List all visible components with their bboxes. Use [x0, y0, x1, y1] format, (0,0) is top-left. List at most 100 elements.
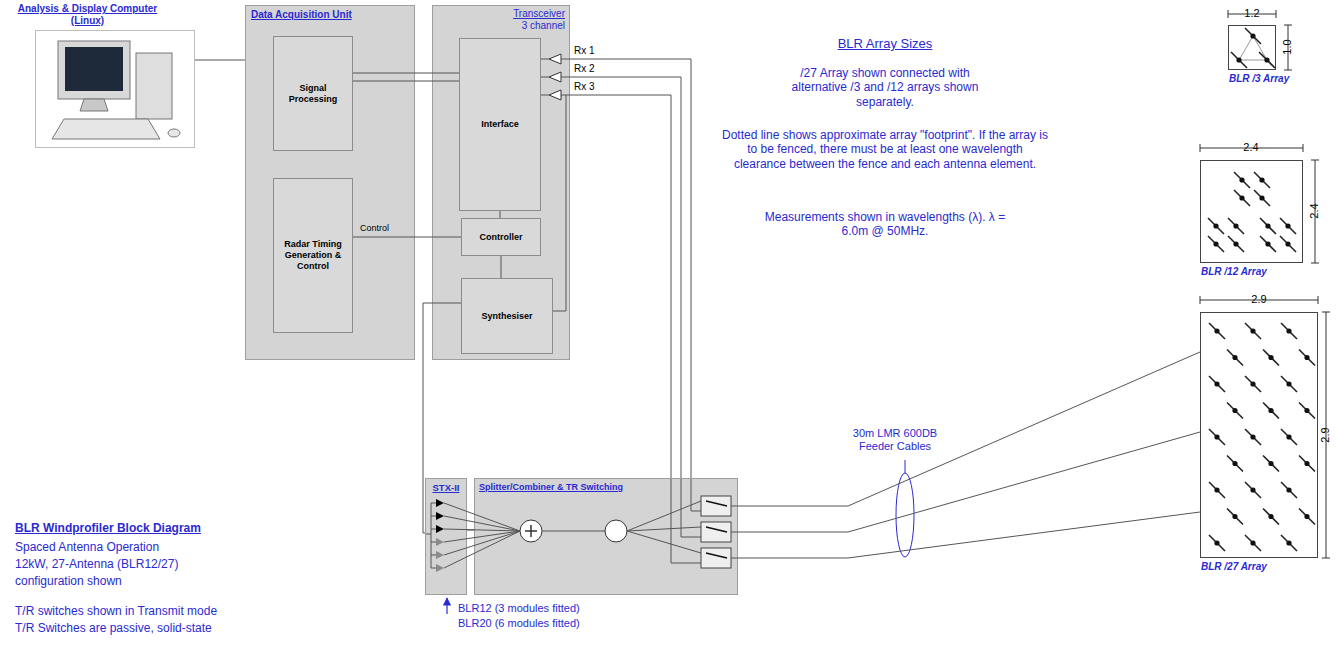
label-holder: 1.0	[1281, 37, 1294, 56]
antenna-feed	[1250, 434, 1255, 439]
label-holder: 12kW, 27-Antenna (BLR12/27)	[15, 557, 178, 571]
antenna-array: BLR /3 Array	[1228, 25, 1276, 70]
label-holder: T/R Switches are passive, solid-state	[15, 621, 212, 635]
amplifier-symbol	[549, 54, 561, 64]
array-geometry	[1239, 36, 1267, 60]
connector	[738, 352, 1200, 506]
box-label: Controller	[462, 230, 540, 245]
node-illustration	[1201, 161, 1302, 262]
wire	[561, 77, 570, 78]
antenna-element	[1254, 172, 1270, 188]
process-box: Controller	[461, 218, 541, 256]
wire	[541, 95, 549, 96]
antenna-element	[1245, 482, 1261, 498]
antenna-feed	[1239, 195, 1244, 200]
antenna-feed	[1268, 355, 1273, 360]
antenna-feed	[1213, 223, 1218, 228]
process-box: Synthesiser	[461, 278, 553, 354]
antenna-feed	[1304, 355, 1309, 360]
wire	[731, 532, 738, 533]
antenna-element	[1260, 236, 1276, 252]
antenna-feed	[1214, 434, 1219, 439]
wire	[561, 95, 570, 96]
monitor-screen	[65, 47, 123, 91]
antenna-feed	[1264, 57, 1269, 62]
antenna-element	[1209, 535, 1225, 551]
label-holder: Dotted line shows approximate array "foo…	[720, 128, 1050, 171]
antenna-element	[1299, 350, 1315, 366]
note-text: configuration shown	[15, 574, 122, 588]
note-text: Spaced Antenna Operation	[15, 540, 159, 554]
amplifier-module	[436, 564, 444, 572]
antenna-feed	[1304, 408, 1309, 413]
cable-callout-ellipse	[896, 473, 914, 557]
antenna-element	[1245, 323, 1261, 339]
amplifier-module	[436, 525, 444, 533]
label-holder: 2.4	[1241, 141, 1260, 154]
antenna-element	[1280, 236, 1296, 252]
connector	[570, 95, 671, 478]
antenna-element	[1227, 403, 1243, 419]
wire	[431, 503, 436, 504]
box-label: Signal Processing	[274, 81, 352, 107]
amplifier-symbol	[549, 90, 561, 100]
antenna-feed	[1213, 241, 1218, 246]
node-illustration	[1229, 26, 1275, 69]
array-name: BLR /12 Array	[1201, 266, 1302, 278]
antenna-element	[1260, 218, 1276, 234]
antenna-element	[1245, 535, 1261, 551]
wire	[681, 479, 701, 537]
tr-switch	[701, 496, 731, 516]
label-holder: 1.2	[1242, 7, 1261, 20]
antenna-feed	[1286, 540, 1291, 545]
note-text: /27 Array shown connected with alternati…	[785, 66, 985, 109]
antenna-element	[1299, 509, 1315, 525]
antenna-feed	[1236, 57, 1241, 62]
label-holder: BLR Array Sizes	[785, 36, 985, 52]
antenna-feed	[1214, 487, 1219, 492]
note-text: Measurements shown in wavelengths (λ). λ…	[755, 210, 1015, 239]
antenna-feed	[1232, 408, 1237, 413]
antenna-element	[1234, 190, 1250, 206]
antenna-feed	[1286, 434, 1291, 439]
heading: Data Acquisition Unit	[246, 6, 414, 24]
antenna-feed	[1214, 381, 1219, 386]
wire	[627, 531, 701, 553]
antenna-element	[1209, 429, 1225, 445]
antenna-element	[1231, 52, 1247, 68]
array-name: BLR /27 Array	[1201, 561, 1317, 573]
heading: Transceiver	[433, 6, 569, 20]
label-holder: Spaced Antenna Operation	[15, 540, 159, 554]
switch-blade	[706, 527, 727, 532]
label-holder: BLR20 (6 modules fitted)	[458, 617, 580, 630]
antenna-element	[1299, 456, 1315, 472]
wire	[671, 479, 701, 563]
pointer-arrow	[446, 598, 447, 614]
note-text: 2.4	[1308, 201, 1321, 220]
antenna-element	[1227, 509, 1243, 525]
wire	[431, 542, 436, 543]
antenna-element	[1227, 456, 1243, 472]
antenna-array: BLR /27 Array	[1200, 312, 1318, 558]
monitor	[58, 41, 130, 99]
box-label: Radar Timing Generation & Control	[274, 237, 352, 273]
wire	[731, 558, 738, 559]
antenna-element	[1281, 376, 1297, 392]
diagram-title: BLR Windprofiler Block Diagram	[15, 521, 201, 535]
antenna-element	[1209, 323, 1225, 339]
antenna-feed	[1232, 355, 1237, 360]
antenna-feed	[1286, 381, 1291, 386]
wire	[431, 516, 436, 517]
label-holder: Rx 1	[574, 45, 595, 57]
antenna-element	[1227, 350, 1243, 366]
antenna-element	[1263, 509, 1279, 525]
switch-blade	[706, 501, 727, 506]
note-text: Rx 2	[574, 63, 595, 75]
array-name: BLR /3 Array	[1229, 73, 1275, 85]
wire	[627, 527, 701, 531]
antenna-feed	[1232, 514, 1237, 519]
antenna-element	[1228, 236, 1244, 252]
note-text: BLR20 (6 modules fitted)	[458, 617, 580, 630]
label-holder: Control	[359, 223, 390, 234]
label-holder: BLR12 (3 modules fitted)	[458, 602, 580, 615]
